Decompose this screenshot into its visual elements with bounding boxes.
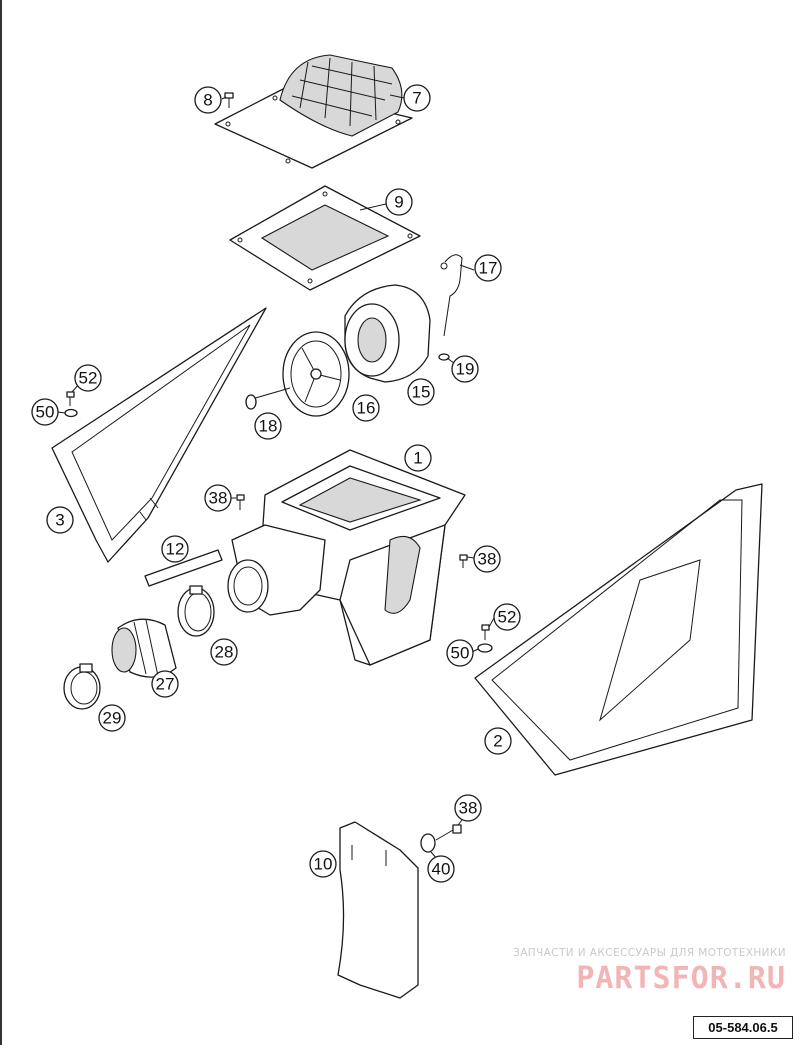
callout-27: 27 — [151, 670, 179, 698]
svg-text:8: 8 — [203, 91, 212, 110]
part-17-retaining-clip — [440, 254, 463, 337]
svg-text:3: 3 — [55, 511, 64, 530]
callout-1: 1 — [404, 444, 432, 472]
part-7-airbox-cover — [214, 54, 413, 169]
part-19-washer — [438, 353, 450, 361]
part-28-hose-clamp — [177, 585, 215, 637]
diagram-code-label: 05-584.06.5 — [693, 1016, 793, 1039]
part-12-hose — [144, 549, 223, 587]
callout-2: 2 — [484, 727, 512, 755]
watermark-logo: PARTSFOR.RU — [576, 961, 786, 996]
part-29-hose-clamp — [63, 663, 101, 710]
callout-7: 7 — [403, 84, 431, 112]
part-16-filter-cage — [282, 331, 350, 417]
part-10-mud-flap — [337, 821, 419, 999]
part-52-50-right-fasteners — [477, 624, 493, 653]
callout-12: 12 — [161, 535, 189, 563]
callout-18: 18 — [254, 412, 282, 440]
svg-text:12: 12 — [166, 540, 185, 559]
part-15-air-filter — [344, 284, 431, 383]
callout-40: 40 — [427, 855, 455, 883]
svg-text:38: 38 — [478, 550, 497, 569]
callout-28: 28 — [210, 638, 238, 666]
callout-8: 8 — [194, 86, 222, 114]
part-3-left-side-cover — [51, 307, 267, 563]
part-38-40-flap-fasteners — [420, 824, 462, 853]
svg-text:52: 52 — [498, 608, 517, 627]
svg-text:9: 9 — [394, 193, 403, 212]
svg-text:16: 16 — [357, 399, 376, 418]
svg-text:2: 2 — [493, 732, 502, 751]
callout-15: 15 — [407, 378, 435, 406]
svg-text:19: 19 — [456, 360, 475, 379]
callout-29: 29 — [98, 704, 126, 732]
part-18-filter-bolt — [245, 387, 291, 410]
part-9-gasket — [229, 185, 421, 291]
callout-50b: 50 — [446, 639, 474, 667]
callout-38a: 38 — [204, 484, 232, 512]
callout-52a: 52 — [74, 364, 102, 392]
part-2-right-side-cover — [474, 483, 763, 776]
callout-17: 17 — [474, 254, 502, 282]
svg-text:50: 50 — [451, 644, 470, 663]
callout-38c: 38 — [454, 794, 482, 822]
callout-19: 19 — [451, 355, 479, 383]
part-38-bolt-right — [459, 554, 468, 568]
callout-50a: 50 — [31, 398, 59, 426]
callout-38b: 38 — [473, 545, 501, 573]
svg-text:29: 29 — [103, 709, 122, 728]
part-27-intake-boot — [111, 618, 177, 678]
svg-text:38: 38 — [459, 799, 478, 818]
svg-text:52: 52 — [79, 369, 98, 388]
part-8-bolt — [224, 92, 234, 108]
callout-16: 16 — [352, 394, 380, 422]
svg-text:17: 17 — [479, 259, 498, 278]
svg-text:1: 1 — [413, 449, 422, 468]
callout-3: 3 — [46, 506, 74, 534]
part-1-airbox — [227, 449, 466, 666]
callout-9: 9 — [385, 188, 413, 216]
page-edge-line — [0, 0, 2, 1045]
svg-text:18: 18 — [259, 417, 278, 436]
svg-text:40: 40 — [432, 860, 451, 879]
part-52-50-left-fasteners — [64, 391, 78, 418]
svg-text:28: 28 — [215, 643, 234, 662]
watermark-caption: ЗАПЧАСТИ И АКСЕССУАРЫ ДЛЯ МОТОТЕХНИКИ — [513, 947, 786, 959]
svg-text:15: 15 — [412, 383, 431, 402]
callout-10: 10 — [309, 850, 337, 878]
svg-text:38: 38 — [209, 489, 228, 508]
callout-52b: 52 — [493, 603, 521, 631]
svg-text:27: 27 — [156, 675, 175, 694]
svg-text:10: 10 — [314, 855, 333, 874]
part-38-bolt-upper — [236, 494, 245, 510]
watermark: ЗАПЧАСТИ И АКСЕССУАРЫ ДЛЯ МОТОТЕХНИКИ PA… — [486, 947, 786, 996]
svg-text:7: 7 — [412, 89, 421, 108]
svg-text:50: 50 — [36, 403, 55, 422]
